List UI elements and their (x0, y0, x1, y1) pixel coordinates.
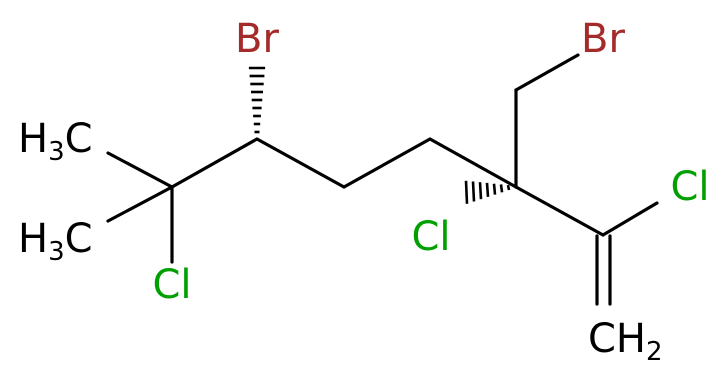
atom-methyl-top: H3C (18, 116, 93, 167)
atom-labels: Br Br Cl Cl Cl H3C H3C CH2 (18, 16, 710, 367)
atom-br-methyl: Br (581, 16, 625, 62)
bonds (106, 53, 659, 306)
bond-chain-2 (428, 137, 518, 189)
atom-cl-quaternary: Cl (152, 262, 191, 308)
bond-methyl-bottom (106, 185, 174, 223)
bond-quaternary-to-stereo (170, 137, 259, 189)
hashed-wedge-to-cl (464, 180, 511, 204)
bond-stereo-to-chain (255, 137, 346, 189)
atom-br-stereo: Br (235, 16, 279, 62)
bond-chain-1 (342, 137, 432, 189)
atom-ch2-terminal: CH2 (588, 316, 663, 367)
atom-cl-tertiary: Cl (411, 214, 450, 260)
bond-ch2-to-br (514, 53, 580, 92)
bond-to-vinyl (514, 185, 605, 237)
bond-methyl-top (106, 151, 174, 189)
atom-cl-vinyl: Cl (670, 164, 709, 210)
atom-methyl-bottom: H3C (18, 216, 93, 267)
hashed-wedge-to-br (248, 66, 266, 134)
bond-vinyl-to-cl (601, 201, 659, 237)
